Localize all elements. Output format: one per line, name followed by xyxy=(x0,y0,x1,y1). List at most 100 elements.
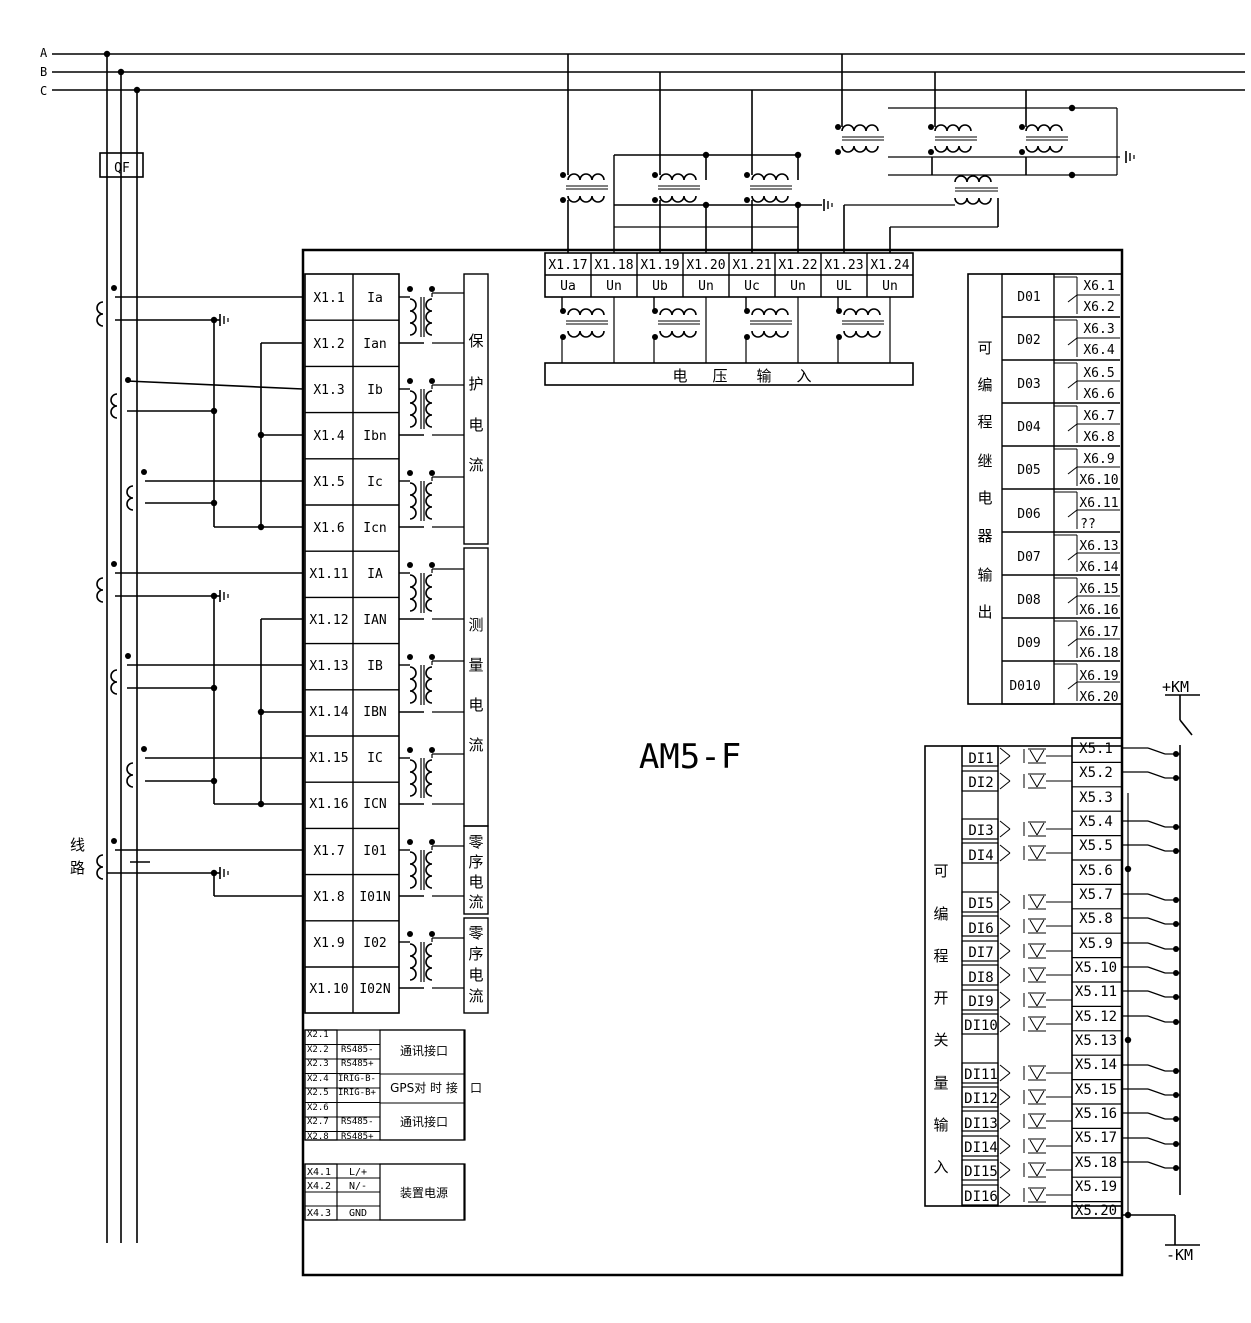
junction-dot xyxy=(103,50,111,58)
signal-label: Un xyxy=(882,279,898,294)
relay-name: D02 xyxy=(1017,333,1040,348)
comm-signal: IRIG-B- xyxy=(338,1074,376,1084)
di-terminal: X5.14 xyxy=(1075,1057,1117,1073)
junction-dot xyxy=(1173,1019,1179,1025)
gps-label-tail: 口 xyxy=(470,1081,482,1095)
terminal-label: X1.18 xyxy=(594,258,633,273)
wire xyxy=(999,999,1011,1009)
box xyxy=(961,1086,999,1108)
di-terminal: X5.7 xyxy=(1079,887,1113,903)
terminal-label: X1.11 xyxy=(309,567,348,582)
junction-dot xyxy=(1173,848,1179,854)
comm-interface-label-1: 通讯接口 xyxy=(400,1043,448,1058)
comm-terminal: X2.7 xyxy=(307,1117,329,1127)
di-terminal: X5.10 xyxy=(1075,960,1117,976)
junction-dot xyxy=(1019,124,1025,130)
comm-terminal: X2.4 xyxy=(307,1074,329,1084)
transformer-coil xyxy=(841,145,879,153)
signal-label: IA xyxy=(367,567,383,582)
junction-dot xyxy=(1173,1165,1179,1171)
relay-label-char: 出 xyxy=(977,603,992,621)
di-terminal: X5.17 xyxy=(1075,1130,1117,1146)
line-ct-coil xyxy=(96,577,104,603)
signal-label: I02 xyxy=(363,936,386,951)
comm-signal: RS485+ xyxy=(341,1059,374,1069)
terminal-label: X1.3 xyxy=(313,383,344,398)
zero-seq-1-char: 流 xyxy=(468,893,483,911)
wire xyxy=(1036,774,1045,788)
junction-dot xyxy=(560,308,566,314)
protection-current-char: 护 xyxy=(468,375,483,393)
junction-dot xyxy=(141,469,147,475)
wire xyxy=(999,780,1011,790)
wire xyxy=(999,772,1011,782)
comm-signal: IRIG-B+ xyxy=(338,1088,377,1098)
signal-label: Un xyxy=(606,279,622,294)
junction-dot xyxy=(257,523,265,531)
box xyxy=(463,273,489,545)
di-label-char: 量 xyxy=(933,1074,948,1092)
junction-dot xyxy=(1124,1211,1132,1219)
di-label-char: 编 xyxy=(933,905,948,923)
wire xyxy=(999,966,1011,976)
junction-dot xyxy=(407,378,413,384)
junction-dot xyxy=(407,286,413,292)
box xyxy=(544,362,914,386)
junction-dot xyxy=(429,286,435,292)
box xyxy=(961,1184,999,1206)
box xyxy=(961,818,999,840)
di-terminal: X5.2 xyxy=(1079,765,1113,781)
supply-minus-label: -KM xyxy=(1166,1246,1193,1264)
wire xyxy=(1036,993,1045,1007)
transformer-coil xyxy=(425,298,433,336)
di-terminal: X5.6 xyxy=(1079,863,1113,879)
di-label-char: 程 xyxy=(933,947,948,965)
wire xyxy=(999,1072,1011,1082)
wire xyxy=(1029,1163,1038,1177)
box xyxy=(961,745,999,767)
box xyxy=(961,1013,999,1035)
junction-dot xyxy=(141,746,147,752)
transformer-coil xyxy=(567,308,605,316)
transformer-coil xyxy=(425,666,433,704)
wire xyxy=(1029,1066,1038,1080)
junction-dot xyxy=(1173,1092,1179,1098)
wire xyxy=(1029,1090,1038,1104)
zero-seq-2-char: 电 xyxy=(468,966,483,984)
wire xyxy=(1147,747,1166,755)
signal-label: I02N xyxy=(359,982,390,997)
di-name: DI2 xyxy=(968,775,993,791)
comm-terminal: X2.6 xyxy=(307,1103,329,1113)
terminal-label: X1.23 xyxy=(824,258,863,273)
relay-label-char: 器 xyxy=(977,527,992,545)
junction-dot xyxy=(744,308,750,314)
junction-dot xyxy=(1019,149,1025,155)
transformer-coil xyxy=(409,390,417,428)
line-ct-coil xyxy=(96,854,104,880)
di-name: DI5 xyxy=(968,896,993,912)
box xyxy=(961,915,999,937)
junction-dot xyxy=(257,431,265,439)
power-table: X4.1 L/+ X4.2 N/- X4.3 GND xyxy=(307,1167,367,1219)
junction-dot xyxy=(744,334,750,340)
transformer-coil xyxy=(409,298,417,336)
wire xyxy=(1029,1139,1038,1153)
junction-dot xyxy=(407,470,413,476)
measure-current-char: 测 xyxy=(468,616,483,634)
junction-dot xyxy=(794,151,802,159)
wire xyxy=(999,942,1011,952)
breaker-label: QF xyxy=(114,161,130,176)
wire xyxy=(1036,919,1045,933)
wire xyxy=(1029,749,1038,763)
box xyxy=(463,825,489,915)
junction-dot xyxy=(111,561,117,567)
transformer-coil xyxy=(751,330,789,338)
junction-dot xyxy=(210,407,218,415)
junction-dot xyxy=(702,201,710,209)
signal-label: Ian xyxy=(363,337,386,352)
power-terminal: X4.1 xyxy=(307,1167,331,1178)
di-terminal: X5.19 xyxy=(1075,1179,1117,1195)
bus-label-b: B xyxy=(40,65,47,79)
wire xyxy=(999,1064,1011,1074)
wire xyxy=(1029,1114,1038,1128)
